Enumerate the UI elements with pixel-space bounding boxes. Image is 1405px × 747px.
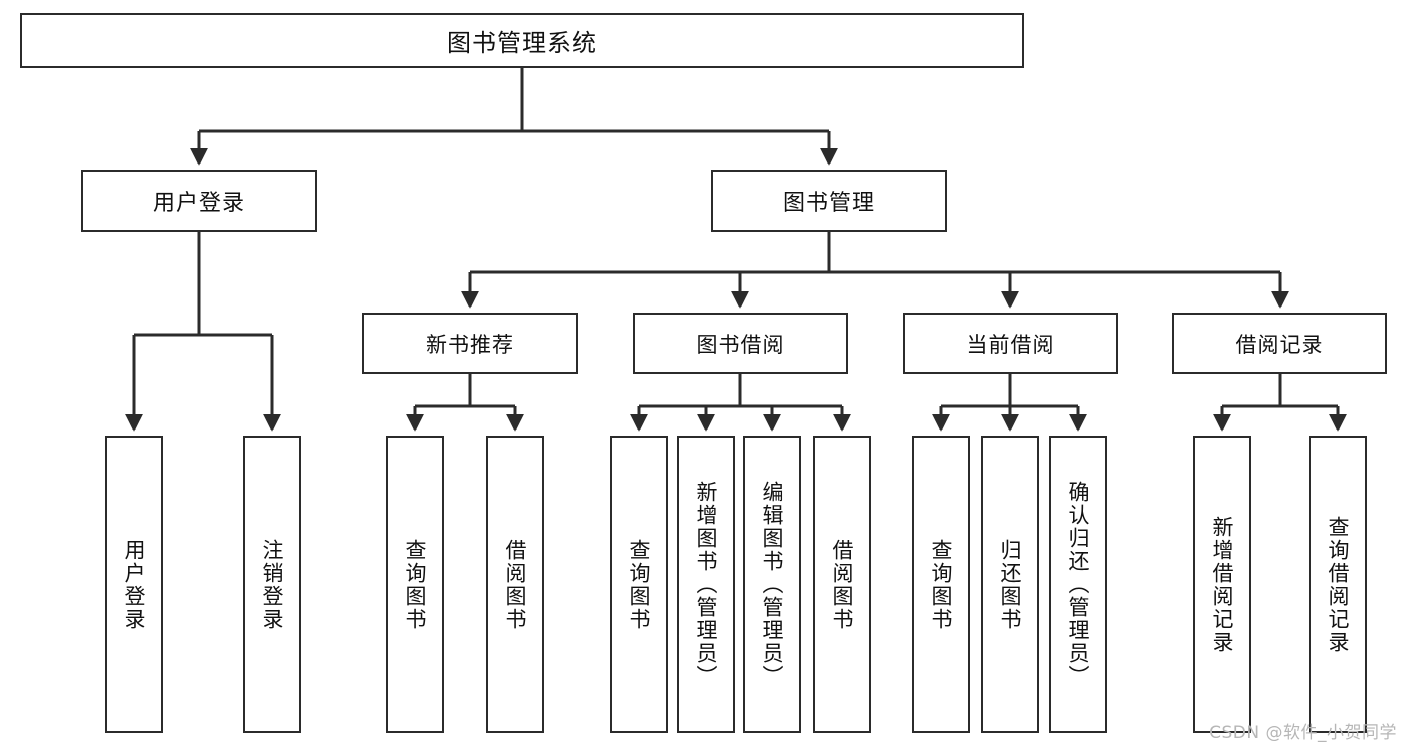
leaf-user-login-do-label: 用户登录 [122,538,147,631]
node-root[interactable]: 图书管理系统 [20,13,1024,68]
leaf-current-borrow-confirm[interactable]: 确认归还（管理员） [1049,436,1107,733]
leaf-book-borrow-query[interactable]: 查询图书 [610,436,668,733]
node-user-login[interactable]: 用户登录 [81,170,317,232]
node-book-management[interactable]: 图书管理 [711,170,947,232]
leaf-borrow-record-add-label: 新增借阅记录 [1210,515,1235,654]
leaf-book-borrow-query-label: 查询图书 [627,538,652,631]
leaf-current-borrow-return[interactable]: 归还图书 [981,436,1039,733]
csdn-watermark: CSDN @软件_小贺同学 [1209,723,1397,743]
leaf-book-borrow-edit-label: 编辑图书（管理员） [760,481,785,688]
node-current-borrow[interactable]: 当前借阅 [903,313,1118,374]
leaf-book-borrow-add-label: 新增图书（管理员） [694,481,719,688]
node-book-management-label: 图书管理 [782,191,875,216]
leaf-new-book-borrow-label: 借阅图书 [503,538,528,631]
leaf-new-book-borrow[interactable]: 借阅图书 [486,436,544,733]
leaf-book-borrow-borrow[interactable]: 借阅图书 [813,436,871,733]
leaf-current-borrow-query[interactable]: 查询图书 [912,436,970,733]
node-new-book-recommend[interactable]: 新书推荐 [362,313,578,374]
node-borrow-record[interactable]: 借阅记录 [1172,313,1387,374]
leaf-book-borrow-add[interactable]: 新增图书（管理员） [677,436,735,733]
leaf-user-logout-label: 注销登录 [260,538,285,631]
leaf-user-logout[interactable]: 注销登录 [243,436,301,733]
node-book-borrow[interactable]: 图书借阅 [633,313,848,374]
node-user-login-label: 用户登录 [152,191,245,216]
leaf-book-borrow-borrow-label: 借阅图书 [830,538,855,631]
node-root-label: 图书管理系统 [447,29,597,57]
leaf-user-login-do[interactable]: 用户登录 [105,436,163,733]
leaf-new-book-query-label: 查询图书 [403,538,428,631]
node-borrow-record-label: 借阅记录 [1235,332,1324,357]
leaf-current-borrow-confirm-label: 确认归还（管理员） [1066,481,1091,688]
leaf-book-borrow-edit[interactable]: 编辑图书（管理员） [743,436,801,733]
leaf-borrow-record-add[interactable]: 新增借阅记录 [1193,436,1251,733]
node-current-borrow-label: 当前借阅 [966,332,1055,357]
leaf-current-borrow-query-label: 查询图书 [929,538,954,631]
leaf-new-book-query[interactable]: 查询图书 [386,436,444,733]
leaf-borrow-record-query-label: 查询借阅记录 [1326,515,1351,654]
node-book-borrow-label: 图书借阅 [696,332,785,357]
leaf-borrow-record-query[interactable]: 查询借阅记录 [1309,436,1367,733]
node-new-book-recommend-label: 新书推荐 [426,332,514,357]
leaf-current-borrow-return-label: 归还图书 [998,538,1023,631]
